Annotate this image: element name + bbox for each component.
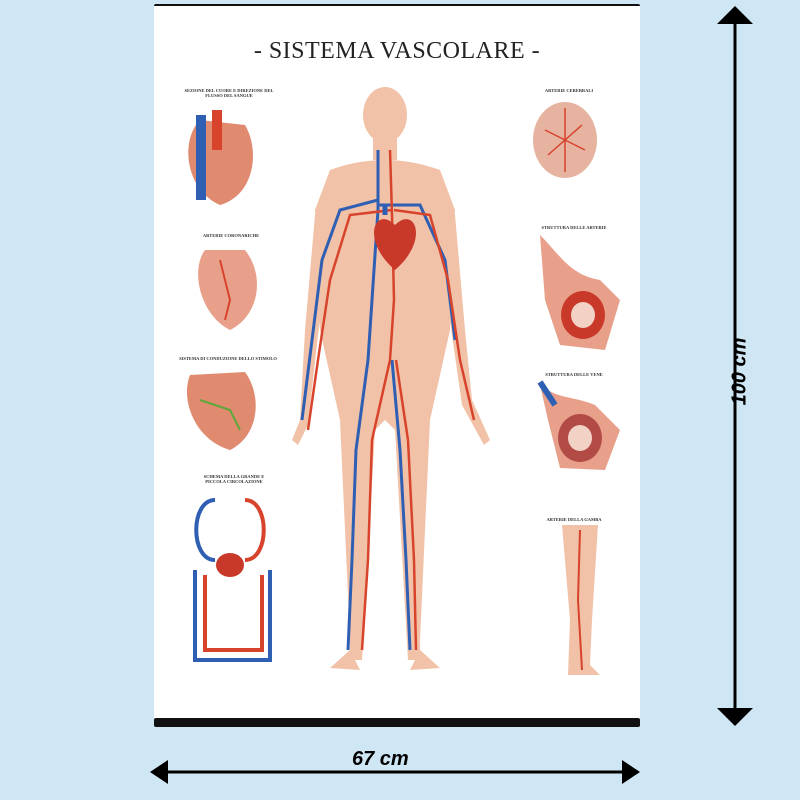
circulation-diagram-icon <box>193 498 272 662</box>
artery-lines <box>306 149 476 651</box>
inset-label-heart-section: SEZIONE DEL CUORE E DIREZIONE DEL FLUSSO… <box>184 88 274 98</box>
width-dimension-label: 67 cm <box>352 748 409 770</box>
leg-icon <box>562 525 600 675</box>
brain-icon <box>533 102 597 178</box>
inset-label-cerebral: ARTERIE CEREBRALI <box>544 88 594 93</box>
height-dimension-label: 100 cm <box>728 337 751 406</box>
vein-cross-section-icon <box>537 380 620 470</box>
inset-label-vein-structure: STRUTTURA DELLE VENE <box>545 372 603 377</box>
inset-label-artery-structure: STRUTTURA DELLE ARTERIE <box>541 225 607 230</box>
inset-label-coronary: ARTERIE CORONARICHE <box>202 233 260 238</box>
bottom-hanger-rod <box>154 718 640 727</box>
body-figure-icon <box>292 87 490 670</box>
arrow-horizontal-icon <box>150 760 640 784</box>
poster-title: - SISTEMA VASCOLARE - <box>253 38 541 64</box>
heart-icon <box>374 205 416 270</box>
vein-lines <box>300 150 457 651</box>
inset-label-circulation: SCHEMA DELLA GRANDE E PICCOLA CIRCOLAZIO… <box>203 474 265 484</box>
heart-section-icon <box>188 110 253 205</box>
inset-label-leg-arteries: ARTERIE DELLA GAMBA <box>546 517 602 522</box>
arrow-vertical-icon <box>717 6 753 726</box>
coronary-heart-icon <box>198 250 257 330</box>
inset-label-conduction: SISTEMA DI CONDUZIONE DELLO STIMOLO <box>179 356 277 361</box>
artery-cross-section-icon <box>540 235 620 350</box>
conduction-heart-icon <box>186 372 256 450</box>
